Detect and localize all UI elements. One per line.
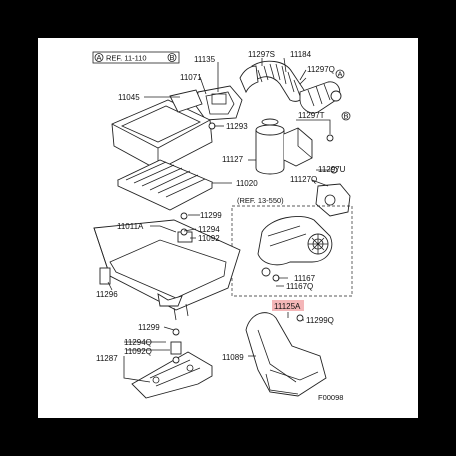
label-11092q: 11092Q <box>124 347 152 356</box>
parts-diagram: A REF. 11-110 B A B <box>92 50 353 402</box>
bracket-part <box>315 166 351 217</box>
label-11167q: 11167Q <box>286 282 313 291</box>
label-11071: 11071 <box>180 73 202 82</box>
label-11135: 11135 <box>194 55 216 64</box>
lower-duct-part <box>245 312 327 397</box>
intake-hose-part <box>239 60 305 102</box>
right-hose-part: A B <box>299 69 351 121</box>
circle-b-icon <box>167 53 177 62</box>
label-11294q: 11294Q <box>124 338 152 347</box>
fig-code: F00098 <box>318 393 343 402</box>
label-11299-a: 11299 <box>200 211 222 220</box>
air-cleaner-case-part <box>93 212 241 321</box>
air-flow-sensor-part <box>195 85 243 121</box>
label-11127: 11127 <box>222 155 244 164</box>
label-11092-a: 11092 <box>198 234 220 243</box>
circle-b-right-icon <box>341 111 351 121</box>
ref-top-a: A <box>96 53 101 62</box>
label-11020: 11020 <box>236 179 258 188</box>
label-11294-a: 11294 <box>198 225 220 234</box>
ref-top-text: REF. 11-110 <box>106 54 147 63</box>
ref-top-b: B <box>169 53 174 62</box>
leader-lines <box>107 57 331 383</box>
label-11167: 11167 <box>294 274 316 283</box>
label-11293: 11293 <box>226 122 248 131</box>
label-11011a: 11011A <box>117 222 144 231</box>
label-11184: 11184 <box>290 50 312 59</box>
label-11297u: 11297U <box>318 165 346 174</box>
circle-a-right: A <box>337 70 342 79</box>
label-11287: 11287 <box>96 354 118 363</box>
circle-a-right-icon <box>335 69 345 79</box>
highlight-box <box>272 300 304 311</box>
part-labels: 11135 11297S 11184 11297Q 11071 11045 11… <box>96 50 346 402</box>
label-11089: 11089 <box>222 353 244 362</box>
label-11297s: 11297S <box>248 50 275 59</box>
label-11045: 11045 <box>118 93 140 102</box>
label-11296: 11296 <box>96 290 118 299</box>
diagram-canvas: A REF. 11-110 B A B <box>38 38 418 418</box>
label-11297t: 11297T <box>298 111 325 120</box>
bottom-bracket-part <box>131 328 213 399</box>
intake-duct-part <box>257 216 333 282</box>
ref-top-box: A REF. 11-110 B <box>92 51 180 64</box>
label-11299q: 11299Q <box>306 316 334 325</box>
label-11127q: 11127Q <box>290 175 317 184</box>
ref-mid-text: (REF. 13-550) <box>237 196 284 205</box>
resonator-part <box>255 118 313 175</box>
air-cleaner-cover-part <box>111 89 213 171</box>
circle-b-right: B <box>343 112 348 121</box>
air-filter-element-part <box>116 159 214 211</box>
label-11297q-top: 11297Q <box>307 65 335 74</box>
label-11125a: 11125A <box>274 302 301 311</box>
label-11299-b: 11299 <box>138 323 160 332</box>
circle-a-icon <box>94 53 104 62</box>
